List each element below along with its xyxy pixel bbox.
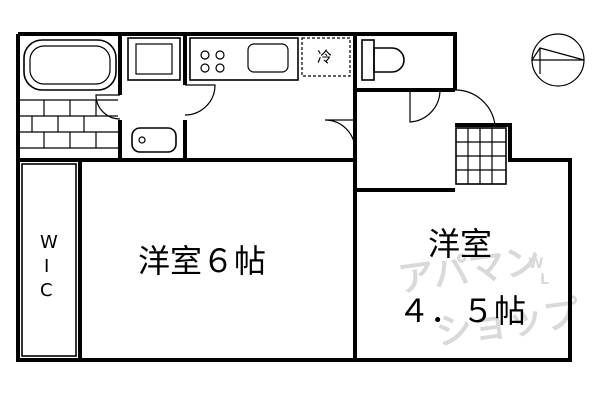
watermark-small-l: L (540, 272, 549, 288)
outer-walls (16, 32, 572, 362)
kitchen: 冷 (189, 37, 356, 151)
fridge-space (301, 37, 351, 77)
fridge-label: 冷 (317, 48, 332, 66)
closet-letter-c: C (40, 280, 53, 301)
toilet-area (355, 39, 507, 185)
room-label-western-4-5-line2: ４．５帖 (398, 292, 526, 330)
room-label-western-6: 洋室６帖 (138, 242, 266, 280)
toilet-door-icon (409, 89, 441, 123)
bathroom (18, 34, 122, 162)
wash-basin-icon (131, 127, 177, 153)
sink-icon (247, 43, 289, 73)
bathtub-icon (23, 39, 117, 91)
washroom-door-icon (184, 84, 216, 116)
toilet-tank (361, 39, 375, 81)
entrance-tile (456, 128, 506, 184)
entrance-door-icon (454, 89, 496, 126)
partitions (18, 158, 471, 362)
kitchen-counter (189, 37, 299, 81)
walk-in-closet: W I C (21, 163, 77, 357)
room-label-western-4-5-line1: 洋室 (428, 225, 492, 263)
kitchen-door-icon (324, 119, 356, 151)
bath-door-icon (95, 94, 121, 120)
toilet-icon (373, 47, 405, 73)
washing-machine-icon (127, 37, 181, 81)
closet-letter-i: I (44, 256, 49, 277)
closet-letter-w: W (40, 232, 58, 253)
compass-icon (530, 33, 585, 87)
tile-floor (20, 99, 118, 149)
stove-icon (200, 50, 225, 73)
washroom (118, 34, 216, 162)
watermark-small-w: W (528, 256, 543, 272)
